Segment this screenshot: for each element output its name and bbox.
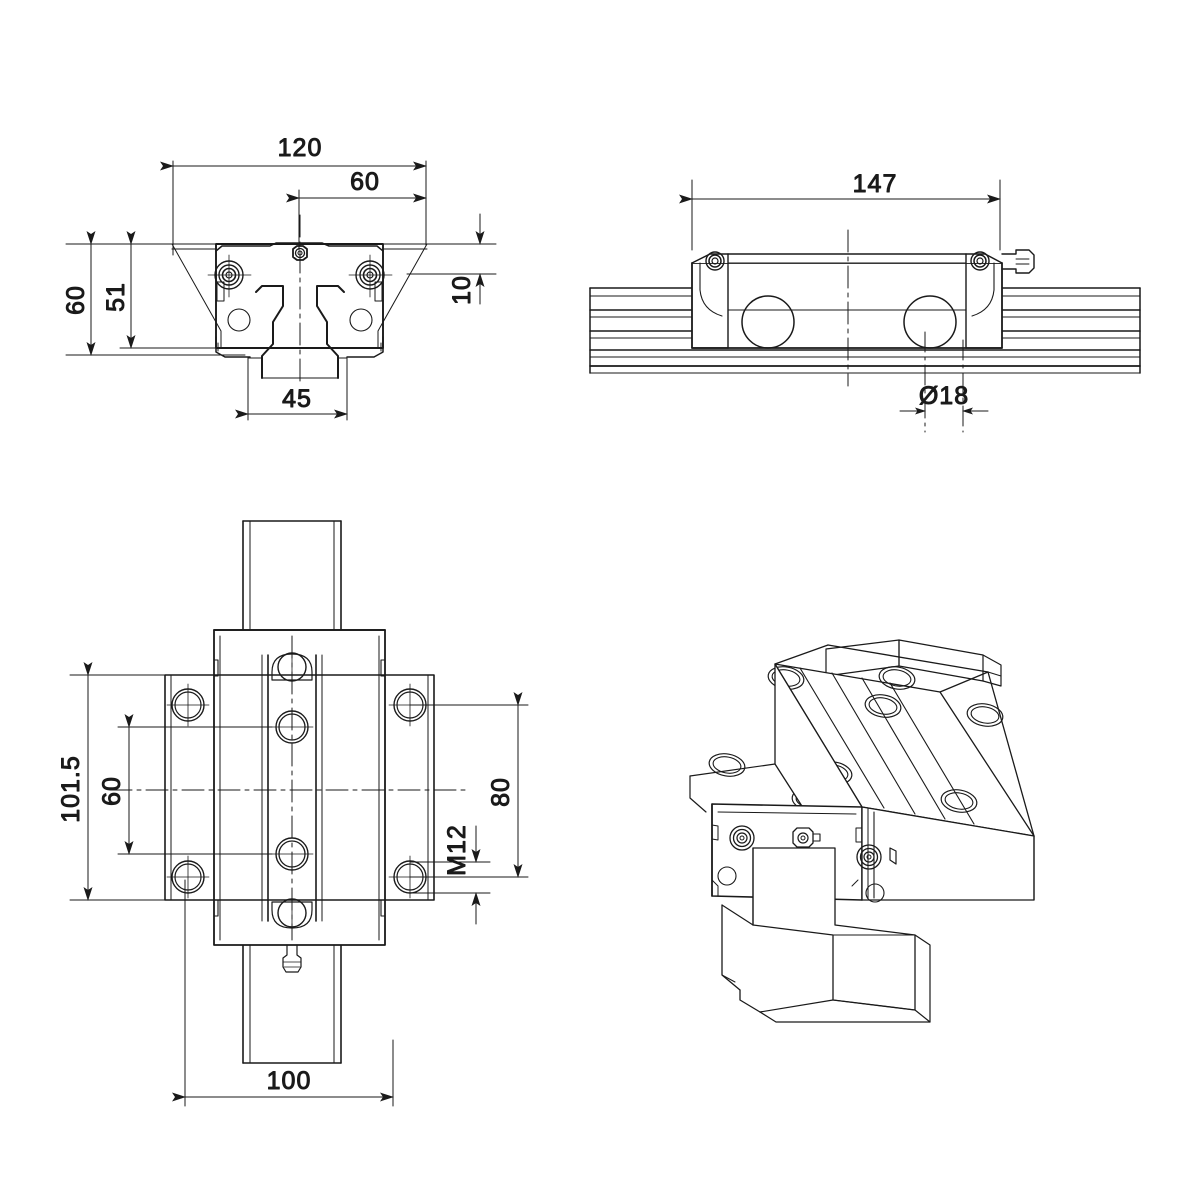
front-view: 120 60 60 51 10 (62, 134, 497, 421)
dimension-80 (409, 692, 529, 878)
side-endcap-screw-right (970, 251, 990, 271)
dim-label-80: 80 (487, 777, 515, 807)
iso-rail-front (721, 847, 931, 1023)
isometric-view (689, 639, 1035, 1023)
dim-label-diameter-18: Ø18 (919, 382, 969, 410)
top-mount-hole-tl (166, 683, 210, 727)
dimension-60-width (286, 189, 427, 251)
side-grease-nipple (1001, 249, 1035, 274)
top-mount-hole-bl (166, 855, 210, 899)
dimension-100 (172, 879, 394, 1107)
dimension-60-length (117, 714, 273, 855)
dim-label-147: 147 (853, 170, 898, 198)
dim-label-120: 120 (278, 134, 323, 162)
dim-label-60-height: 60 (62, 285, 90, 315)
dim-label-60-width: 60 (350, 168, 380, 196)
dimension-diameter-18 (899, 331, 989, 433)
iso-rail-back (982, 654, 1002, 687)
front-hole-left (227, 308, 251, 332)
iso-corner-slot (889, 847, 897, 865)
dimension-m12 (409, 825, 491, 925)
iso-grease-nipple (792, 827, 821, 848)
side-hole-right (903, 295, 957, 349)
front-mounting-screw-left (207, 254, 252, 298)
iso-screw-right (856, 844, 882, 870)
front-mounting-screw-right (348, 254, 393, 298)
dim-label-101-5: 101.5 (57, 755, 85, 823)
dimension-147 (679, 179, 1001, 251)
iso-front-hole-left (717, 866, 737, 886)
top-grease-nipple (282, 944, 302, 973)
iso-rail-top (825, 639, 984, 682)
iso-front-hole-right (865, 883, 885, 903)
side-carriage-body (691, 253, 1003, 349)
front-carriage-body (171, 242, 428, 358)
front-hole-right (349, 308, 373, 332)
side-view: 147 (589, 170, 1141, 433)
iso-screw-left (729, 825, 755, 851)
side-hole-left (741, 295, 795, 349)
dim-label-60-length: 60 (98, 776, 126, 806)
side-endcap-screw-left (705, 251, 725, 271)
dim-label-51: 51 (102, 282, 130, 312)
top-view: 101.5 60 80 M12 100 (57, 520, 529, 1107)
top-carriage-body (213, 629, 386, 946)
dimension-10 (385, 213, 497, 305)
dim-label-10: 10 (448, 275, 476, 305)
front-rail-profile (247, 285, 348, 381)
dim-label-m12: M12 (443, 824, 471, 876)
dimension-101-5 (69, 662, 166, 901)
dim-label-100: 100 (267, 1067, 312, 1095)
dimension-60-height (65, 231, 246, 356)
dim-label-45: 45 (282, 385, 312, 413)
